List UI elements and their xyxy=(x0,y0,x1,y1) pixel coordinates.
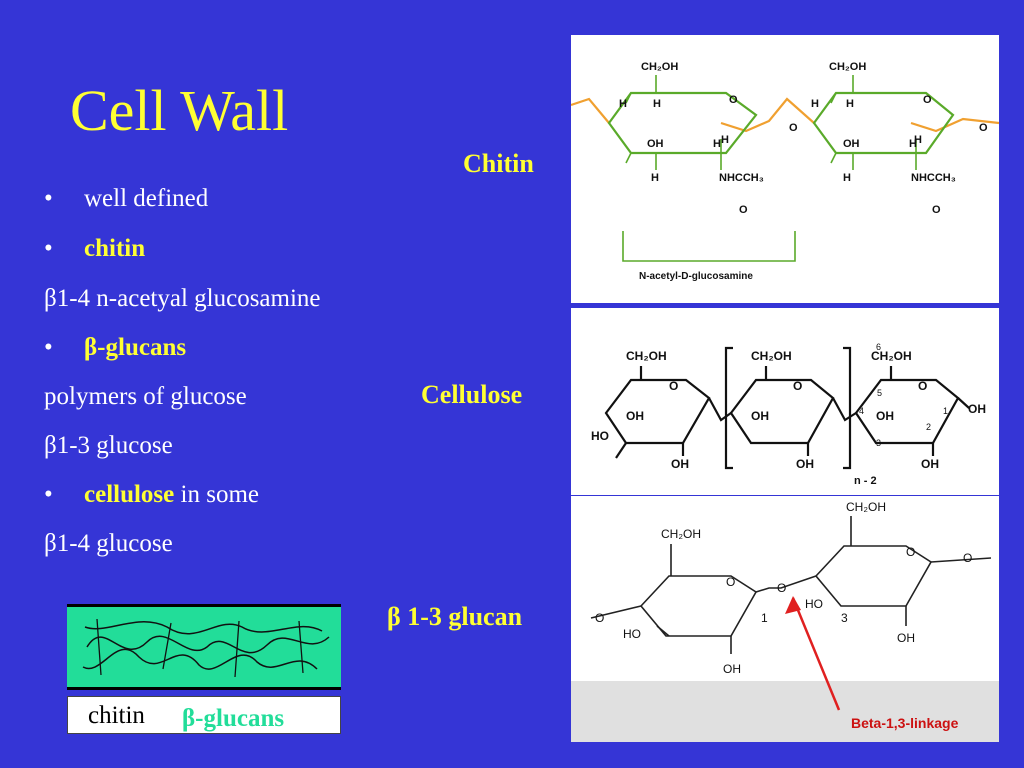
legend-box: chitin β-glucans xyxy=(67,696,341,734)
cellulose-structure: CH₂OH CH₂OH CH₂OH O O O OH OH OH HO OH O… xyxy=(591,342,986,487)
chitin-h-8: H xyxy=(909,138,917,150)
chitin-nhcch3-1: NHCCH₃ xyxy=(719,172,764,184)
chitin-h-9: H xyxy=(651,172,659,184)
chitin-o-end: O xyxy=(979,122,988,134)
cellulose-o-3: O xyxy=(918,379,927,393)
glucan-structure: CH₂OH CH₂OH O O O O O HO HO OH OH 1 3 Be… xyxy=(571,500,999,742)
bullet-beta-glucans: •β-glucans xyxy=(44,334,187,361)
glucan-ch2oh-1: CH₂OH xyxy=(661,527,701,541)
chitin-o-1: O xyxy=(729,94,738,106)
line-chitin-detail: β1-4 n-acetyal glucosamine xyxy=(44,285,321,312)
glucan-o-start: O xyxy=(595,611,604,625)
legend-chitin: chitin xyxy=(88,702,145,729)
chitin-h-6: H xyxy=(914,134,922,146)
linkage-arrow xyxy=(791,597,841,711)
cellulose-ho: HO xyxy=(591,429,609,443)
cellulose-c2: 2 xyxy=(926,422,931,432)
cellulose-oh-3: OH xyxy=(876,409,894,423)
chitin-o-link: O xyxy=(789,122,798,134)
chitin-o-2: O xyxy=(923,94,932,106)
chitin-oh-1: OH xyxy=(647,138,664,150)
chitin-label: Chitin xyxy=(463,149,534,178)
chitin-h-7: H xyxy=(713,138,721,150)
speckled-band xyxy=(571,681,999,742)
glucan-oh-2: OH xyxy=(897,631,915,645)
cellulose-c5: 5 xyxy=(877,388,882,398)
chitin-structure: CH₂OH CH₂OH H H O H O H H O H O OH H OH … xyxy=(571,61,999,282)
cellulose-o-1: O xyxy=(669,379,678,393)
glucan-ho-1: HO xyxy=(623,627,641,641)
glucan-c3: 3 xyxy=(841,611,848,625)
cellulose-oh-4: OH xyxy=(671,457,689,471)
line-polymers: polymers of glucose xyxy=(44,383,247,410)
chitin-nhcch3-2: NHCCH₃ xyxy=(911,172,956,184)
cellulose-oh-5: OH xyxy=(796,457,814,471)
cellulose-ch2oh-2: CH₂OH xyxy=(751,349,792,363)
cellulose-oh-1: OH xyxy=(626,409,644,423)
cellulose-c3: 3 xyxy=(876,438,881,448)
chitin-h-10: H xyxy=(843,172,851,184)
scribble-fibres xyxy=(82,618,330,678)
bullet-well-defined: •well defined xyxy=(44,185,209,212)
chitin-h-5: H xyxy=(846,98,854,110)
linkage-arrowhead xyxy=(785,596,801,614)
chitin-structure-panel: CH₂OH CH₂OH H H O H O H H O H O OH H OH … xyxy=(571,35,999,303)
cellulose-label: Cellulose xyxy=(421,380,523,409)
linkage-label: Beta-1,3-linkage xyxy=(851,715,959,731)
chitin-ch2oh-2: CH₂OH xyxy=(829,61,866,73)
line-beta13: β1-3 glucose xyxy=(44,432,173,459)
chitin-o-3: O xyxy=(739,204,748,216)
cellulose-ch2oh-3: CH₂OH xyxy=(871,349,912,363)
line-beta14: β1-4 glucose xyxy=(44,530,173,557)
chitin-h-1: H xyxy=(619,98,627,110)
glucan-label: β 1-3 glucan xyxy=(387,602,523,631)
chitin-caption: N-acetyl-D-glucosamine xyxy=(639,271,753,282)
glucan-ho-2: HO xyxy=(805,597,823,611)
cellulose-o-2: O xyxy=(793,379,802,393)
slide-title: Cell Wall xyxy=(70,78,289,143)
glucan-o-2: O xyxy=(906,545,915,559)
bullet-chitin: •chitin xyxy=(44,235,146,262)
cellulose-n-2: n - 2 xyxy=(854,475,877,487)
glucan-structure-panel: CH₂OH CH₂OH O O O O O HO HO OH OH 1 3 Be… xyxy=(571,496,999,742)
glucan-o-end: O xyxy=(963,551,972,565)
cellulose-ch2oh-1: CH₂OH xyxy=(626,349,667,363)
chitin-h-3: H xyxy=(721,134,729,146)
chitin-h-2: H xyxy=(653,98,661,110)
glucan-ch2oh-2: CH₂OH xyxy=(846,500,886,514)
cellulose-c1: 1 xyxy=(943,406,948,416)
cellulose-structure-panel: CH₂OH CH₂OH CH₂OH O O O OH OH OH HO OH O… xyxy=(571,308,999,495)
cellulose-c4: 4 xyxy=(859,406,864,416)
cellulose-c6: 6 xyxy=(876,342,881,352)
glucan-c1: 1 xyxy=(761,611,768,625)
legend-glucans: β-glucans xyxy=(182,705,285,732)
glucan-o-1: O xyxy=(726,575,735,589)
chitin-o-4: O xyxy=(932,204,941,216)
cellulose-oh-6: OH xyxy=(921,457,939,471)
cellulose-oh-2: OH xyxy=(751,409,769,423)
glucan-o-link: O xyxy=(777,581,786,595)
bullet-cellulose: •cellulose in some xyxy=(44,481,259,508)
cellulose-oh-end: OH xyxy=(968,402,986,416)
chitin-oh-2: OH xyxy=(843,138,860,150)
chitin-ch2oh-1: CH₂OH xyxy=(641,61,678,73)
fibre-illustration xyxy=(67,604,341,690)
glucan-oh-1: OH xyxy=(723,662,741,676)
chitin-h-4: H xyxy=(811,98,819,110)
